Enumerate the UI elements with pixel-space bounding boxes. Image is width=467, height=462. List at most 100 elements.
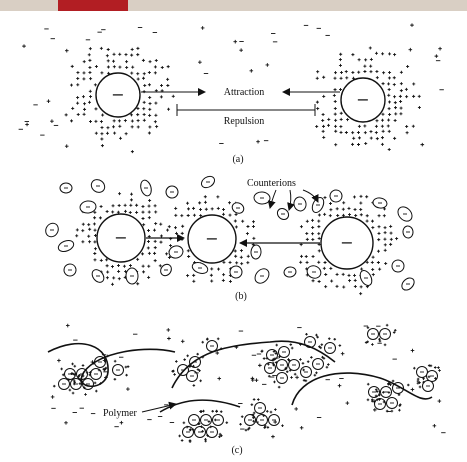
positive-ion: [371, 220, 374, 223]
positive-ion: [317, 220, 320, 223]
positive-ion: [329, 214, 332, 217]
positive-ion: [142, 265, 145, 268]
positive-ion: [125, 132, 128, 135]
positive-ion: [263, 357, 266, 360]
positive-ion: [137, 119, 140, 122]
positive-ion: [318, 237, 321, 240]
positive-ion: [348, 213, 351, 216]
positive-ion: [137, 125, 140, 128]
positive-ion: [136, 113, 139, 116]
positive-ion: [274, 408, 277, 411]
positive-ion: [398, 409, 401, 412]
attraction-label: Attraction: [224, 87, 265, 98]
positive-ion: [149, 60, 152, 63]
positive-ion: [94, 120, 97, 123]
particle-charge-b-2: −: [205, 229, 218, 248]
positive-ion: [339, 88, 342, 91]
positive-ion: [245, 429, 248, 432]
positive-ion: [22, 44, 26, 48]
positive-ion: [382, 71, 385, 74]
positive-ion: [384, 343, 387, 346]
positive-ion: [93, 240, 96, 243]
positive-ion: [101, 114, 104, 117]
positive-ion: [358, 136, 361, 139]
positive-ion: [88, 71, 91, 74]
positive-ion: [372, 256, 375, 259]
positive-ion: [100, 47, 103, 50]
positive-ion: [154, 259, 157, 262]
positive-ion: [126, 387, 130, 391]
positive-ion: [247, 255, 250, 258]
positive-ion: [384, 231, 387, 234]
positive-ion: [107, 66, 110, 69]
positive-ion: [201, 26, 205, 30]
positive-ion: [367, 399, 370, 402]
positive-ion: [342, 286, 345, 289]
positive-ion: [165, 252, 168, 255]
particle-charge-b-1: −: [114, 228, 127, 247]
positive-ion: [353, 195, 356, 198]
positive-ion: [76, 83, 79, 86]
positive-ion: [399, 112, 402, 115]
positive-ion: [371, 343, 374, 346]
positive-ion: [311, 226, 314, 229]
positive-ion: [345, 70, 348, 73]
positive-ion: [148, 199, 151, 202]
positive-ion: [381, 125, 384, 128]
positive-ion: [148, 252, 151, 255]
positive-ion: [50, 119, 54, 123]
positive-ion: [367, 326, 370, 329]
panel-c: Polymer (c): [48, 324, 446, 456]
positive-ion: [342, 214, 345, 217]
positive-ion: [321, 343, 324, 346]
positive-ion: [210, 267, 213, 270]
positive-ion: [135, 211, 138, 214]
positive-ion: [187, 207, 190, 210]
positive-ion: [278, 386, 281, 389]
positive-ion: [154, 102, 157, 105]
positive-ion: [239, 48, 243, 52]
positive-ion: [217, 207, 220, 210]
positive-ion: [141, 252, 144, 255]
positive-ion: [389, 225, 392, 228]
positive-ion: [143, 84, 146, 87]
positive-ion: [53, 385, 56, 388]
positive-ion: [317, 261, 320, 264]
positive-ion: [174, 207, 177, 210]
positive-ion: [222, 208, 225, 211]
positive-ion: [306, 238, 309, 241]
positive-ion: [201, 341, 204, 344]
positive-ion: [228, 201, 231, 204]
positive-ion: [175, 360, 178, 363]
polymer-chain-3: [292, 373, 432, 405]
positive-ion: [289, 343, 292, 346]
positive-ion: [252, 225, 255, 228]
positive-ion: [384, 249, 387, 252]
positive-ion: [222, 261, 225, 264]
positive-ion: [420, 143, 424, 147]
positive-ion: [153, 252, 156, 255]
positive-ion: [311, 238, 314, 241]
positive-ion: [317, 225, 320, 228]
positive-ion: [83, 113, 86, 116]
positive-ion: [210, 280, 213, 283]
positive-ion: [246, 225, 249, 228]
positive-ion: [345, 131, 348, 134]
positive-ion: [112, 125, 115, 128]
positive-ion: [217, 377, 221, 381]
positive-ion: [88, 59, 91, 62]
positive-ion: [354, 279, 357, 282]
positive-ion: [94, 247, 97, 250]
positive-ion: [174, 226, 177, 229]
positive-ion: [392, 380, 395, 383]
positive-ion: [384, 226, 387, 229]
positive-ion: [400, 107, 403, 110]
positive-ion: [148, 96, 151, 99]
positive-ion: [142, 270, 145, 273]
positive-ion: [129, 264, 132, 267]
positive-ion: [334, 143, 337, 146]
counterion-pointer-1: [270, 190, 276, 208]
positive-ion: [271, 435, 275, 439]
positive-ion: [316, 101, 319, 104]
positive-ion: [202, 410, 205, 413]
